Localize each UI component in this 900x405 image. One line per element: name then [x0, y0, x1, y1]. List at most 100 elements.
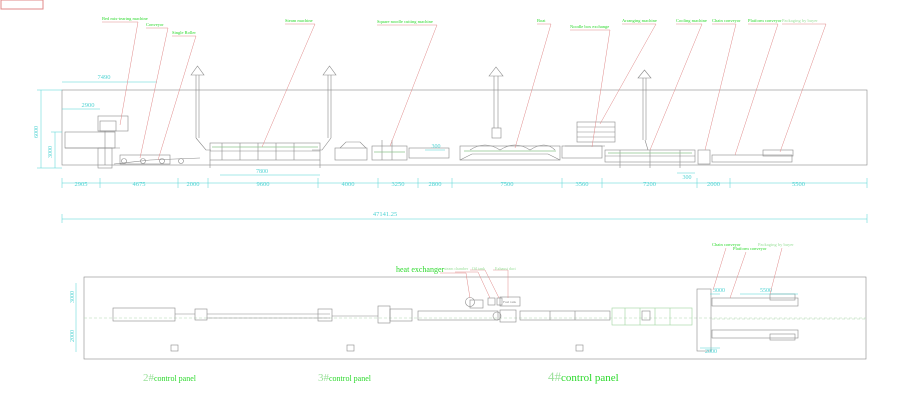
plan-chain-conveyor — [696, 288, 712, 352]
callout-label: Steam machine — [285, 18, 313, 23]
callout-label: Bed mix-tearing machine — [102, 16, 148, 21]
callout-label: Noodle box exchange — [570, 24, 609, 29]
segment-label: 3560 — [576, 181, 589, 188]
plan-platform-bottom — [711, 329, 799, 339]
callout-leader — [139, 27, 169, 159]
callout-leader — [704, 23, 737, 151]
plan-platform-top — [711, 297, 799, 307]
control-panel-3-num: 3# — [318, 372, 330, 384]
plan-boat — [417, 310, 499, 321]
control-panel-3: 3#control panel — [318, 372, 372, 384]
callout-leader — [591, 29, 611, 148]
upper-dim-300a: 300 — [432, 144, 441, 150]
plan-leaders — [440, 247, 783, 299]
elevation-view — [61, 65, 868, 169]
control-panel-box-3 — [346, 344, 355, 352]
callout-leader — [261, 23, 316, 148]
mixer-housing — [64, 131, 116, 149]
callout-label: Packaging by buyer — [782, 18, 818, 23]
product-belts — [212, 146, 692, 154]
callout-label: Conveyor — [146, 22, 164, 27]
plan-mixer — [112, 307, 176, 322]
title-block-tab — [0, 0, 44, 10]
exhaust-stack-4 — [637, 69, 652, 151]
plan-small-label-0: steam chamber — [444, 266, 469, 271]
plan-arranging — [519, 310, 611, 321]
callout-label: Boat — [537, 18, 546, 23]
plan-roller — [194, 308, 208, 321]
total-length-label: 47141.25 — [373, 211, 397, 218]
upper-dim-lines — [62, 81, 695, 176]
mixer-lid — [99, 120, 117, 132]
control-panel-4-num: 4# — [548, 369, 562, 384]
callout-label: Arranging machine — [622, 18, 657, 23]
segment-label: 4675 — [133, 181, 146, 188]
plan-callout-packaging: Packaging by buyer — [758, 242, 794, 247]
steam-machine — [209, 142, 321, 161]
plan-dim-right-2: 2000 — [705, 349, 717, 355]
plan-dim-right-0: 3000 — [713, 288, 725, 294]
elevation-frame — [61, 89, 868, 166]
plan-callout-chain: Chain conveyor — [712, 242, 741, 247]
control-panel-box-4 — [575, 344, 584, 352]
plan-small-label-2: Exhaust duct — [495, 266, 517, 271]
mixer-top — [97, 115, 129, 132]
callout-leader — [157, 35, 197, 161]
plan-small-label-3: Fuel tank — [503, 300, 516, 304]
callout-leader — [599, 23, 657, 125]
upper-dim-7490: 7490 — [98, 74, 111, 81]
plan-dims — [75, 283, 798, 352]
callout-leader — [514, 23, 552, 149]
control-panel-2-num: 2# — [143, 372, 155, 384]
control-panel-4-text: control panel — [561, 372, 619, 384]
height-dim-mixer: 3000 — [48, 146, 54, 158]
plan-steam-machine — [317, 308, 333, 322]
fuel-tank — [499, 296, 521, 307]
segment-label: 7500 — [501, 181, 514, 188]
callout-leader — [649, 23, 703, 151]
control-panel-box-2 — [170, 344, 179, 352]
upper-dim-2900: 2900 — [82, 102, 95, 109]
callout-label: Chain conveyor — [712, 18, 741, 23]
callout-leader — [779, 23, 827, 153]
cutting-machine — [334, 147, 368, 161]
segment-label: 3250 — [392, 181, 405, 188]
plan-cutting — [377, 305, 391, 324]
exhaust-stack-1 — [190, 65, 211, 151]
callout-label: Square noodle cutting machine — [377, 19, 433, 24]
callout-leader — [389, 24, 438, 147]
callout-leader — [119, 21, 139, 126]
callout-label: Platform conveyor — [748, 18, 782, 23]
control-panel-3-text: control panel — [329, 374, 372, 383]
platform-conveyor — [711, 154, 793, 163]
plan-dim-left-1: 2000 — [70, 330, 76, 342]
segment-label: 2905 — [75, 181, 88, 188]
control-panel-4: 4#control panel — [548, 369, 619, 384]
height-dims — [37, 89, 62, 169]
heat-exchanger-label: heat exchanger — [396, 265, 445, 274]
upper-dim-300b: 300 — [683, 175, 692, 181]
exhaust-stack-3 — [488, 66, 504, 139]
plan-view — [83, 276, 867, 360]
segment-label: 2800 — [429, 181, 442, 188]
plan-dim-right-1: 5500 — [760, 288, 772, 294]
plan-small-label-1: Oil tank — [472, 266, 485, 271]
plan-cooling — [611, 307, 693, 326]
segment-label: 4000 — [342, 181, 355, 188]
boat-fryer — [459, 145, 561, 161]
total-length-dim — [61, 214, 868, 223]
callout-leader — [734, 23, 779, 156]
height-dim-total: 6000 — [34, 126, 40, 138]
exhaust-stack-2 — [312, 65, 337, 151]
segment-label: 2000 — [707, 181, 720, 188]
control-panel-2: 2#control panel — [143, 372, 197, 384]
chain-conveyor — [697, 149, 711, 165]
segment-label: 5500 — [792, 181, 805, 188]
segment-label: 9600 — [257, 181, 270, 188]
plan-callout-platform: Platform conveyor — [733, 246, 767, 251]
control-panel-2-text: control panel — [154, 374, 197, 383]
